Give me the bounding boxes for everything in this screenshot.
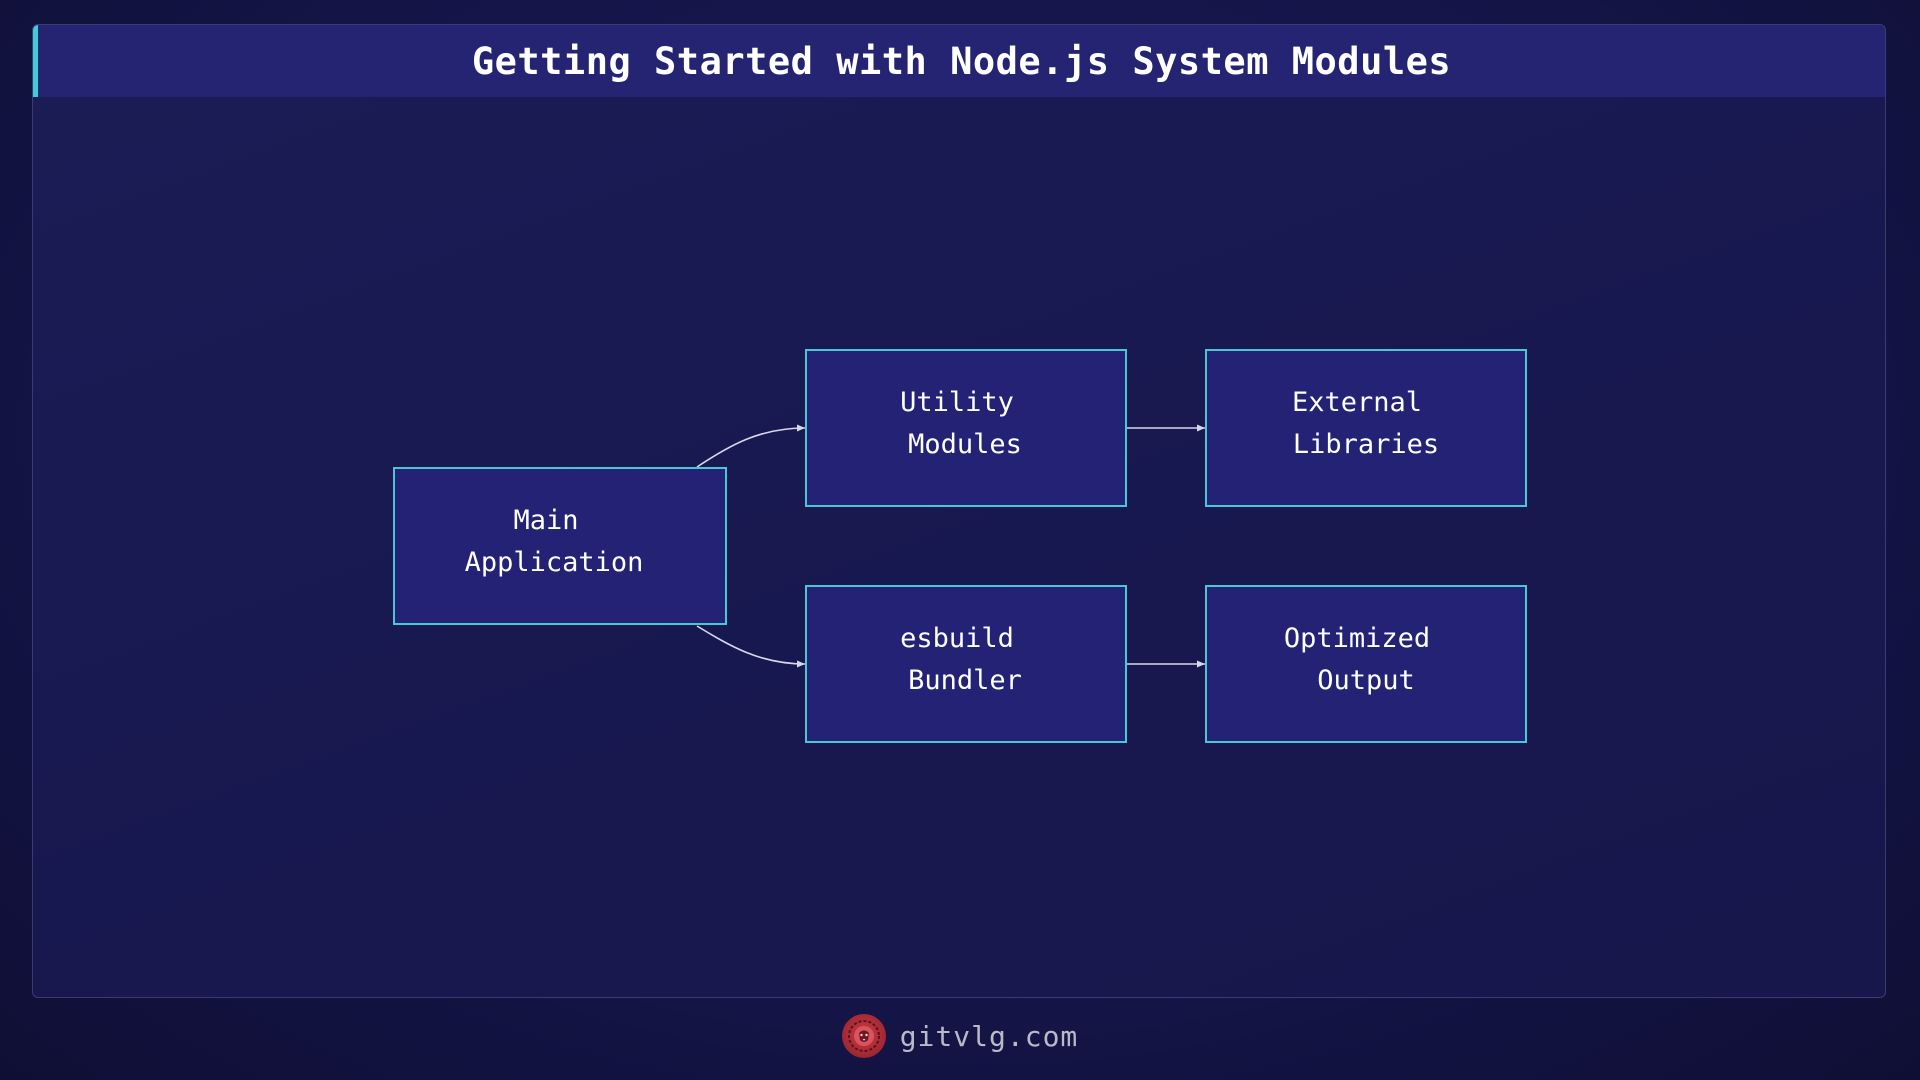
node-label-line: Modules xyxy=(908,429,1022,460)
node-label-line: Main xyxy=(513,505,578,536)
node-label-line: Utility xyxy=(900,387,1014,418)
node-external-libraries: External Libraries xyxy=(1205,349,1527,507)
page-title: Getting Started with Node.js System Modu… xyxy=(471,39,1452,83)
node-esbuild-bundler: esbuild Bundler xyxy=(805,585,1127,743)
node-label-line: Libraries xyxy=(1293,429,1439,460)
node-label-line: Output xyxy=(1317,665,1415,696)
edge-main-to-esbuild xyxy=(696,625,806,668)
node-label-line: Bundler xyxy=(908,665,1022,696)
edge-main-to-utility xyxy=(696,424,806,468)
site-link[interactable]: gitvlg.com xyxy=(899,1019,1079,1053)
diagram-panel: Getting Started with Node.js System Modu… xyxy=(32,24,1886,998)
node-label-line: esbuild xyxy=(900,623,1014,654)
node-optimized-output: Optimized Output xyxy=(1205,585,1527,743)
lion-head-icon xyxy=(841,1014,886,1058)
node-label-line: External xyxy=(1292,387,1422,418)
title-bar: Getting Started with Node.js System Modu… xyxy=(33,25,1885,97)
node-label-line: Optimized xyxy=(1284,623,1430,654)
footer: gitvlg.com xyxy=(0,1008,1920,1064)
node-main-application: Main Application xyxy=(393,467,727,625)
node-utility-modules: Utility Modules xyxy=(805,349,1127,507)
node-label-line: Application xyxy=(465,547,644,578)
